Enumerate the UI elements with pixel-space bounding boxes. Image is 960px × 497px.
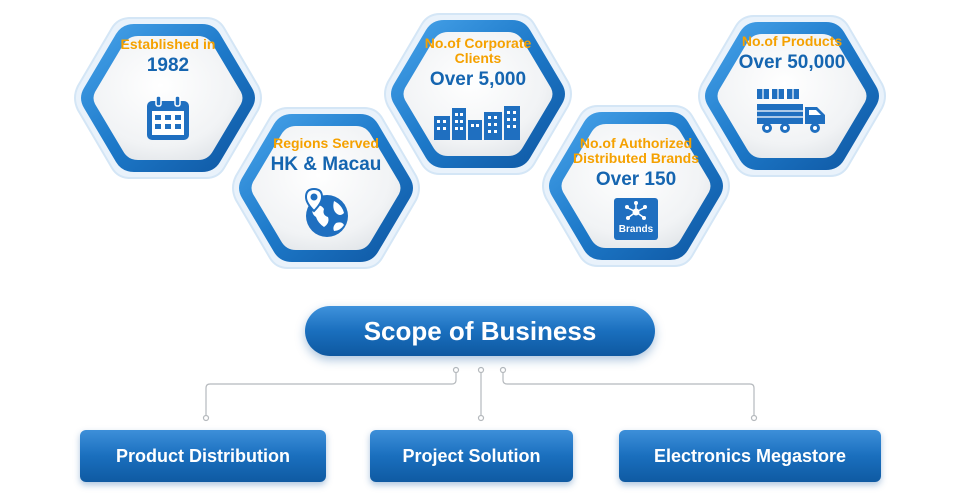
stat-value: HK & Macau (270, 154, 382, 175)
brands-icon-text: Brands (618, 224, 654, 235)
stat-value: 1982 (146, 55, 190, 76)
hexagon-frame (542, 105, 730, 267)
business-product-distribution[interactable]: Product Distribution (80, 430, 326, 482)
delivery-truck-icon (755, 87, 829, 142)
stat-label: Regions Served (273, 135, 379, 151)
stat-label: No.of Authorized Distributed Brands (572, 135, 699, 166)
stat-label: Established in (120, 36, 216, 52)
stat-brands: No.of Authorized Distributed Brands Over… (536, 96, 736, 276)
stat-value: Over 50,000 (738, 52, 846, 73)
stat-label: No.of Corporate Clients (424, 34, 532, 66)
stat-regions: Regions Served HK & Macau (226, 98, 426, 278)
buildings-icon (432, 104, 524, 145)
stat-products: No.of Products Over 50,000 (692, 6, 892, 186)
hexagon-frame (232, 107, 420, 269)
calendar-icon (145, 94, 191, 147)
business-electronics-megastore[interactable]: Electronics Megastore (619, 430, 881, 482)
business-project-solution[interactable]: Project Solution (370, 430, 573, 482)
scope-of-business-title: Scope of Business (305, 306, 655, 356)
brands-icon: Brands (614, 198, 658, 240)
stat-value: Over 150 (595, 169, 677, 190)
hexagon-frame (74, 17, 262, 179)
globe-pin-icon (300, 187, 352, 244)
stat-established: Established in 1982 (68, 8, 268, 188)
stat-value: Over 5,000 (429, 68, 527, 90)
stat-label: No.of Products (741, 33, 843, 49)
stat-corporate-clients: No.of Corporate Clients Over 5,000 (378, 4, 578, 184)
